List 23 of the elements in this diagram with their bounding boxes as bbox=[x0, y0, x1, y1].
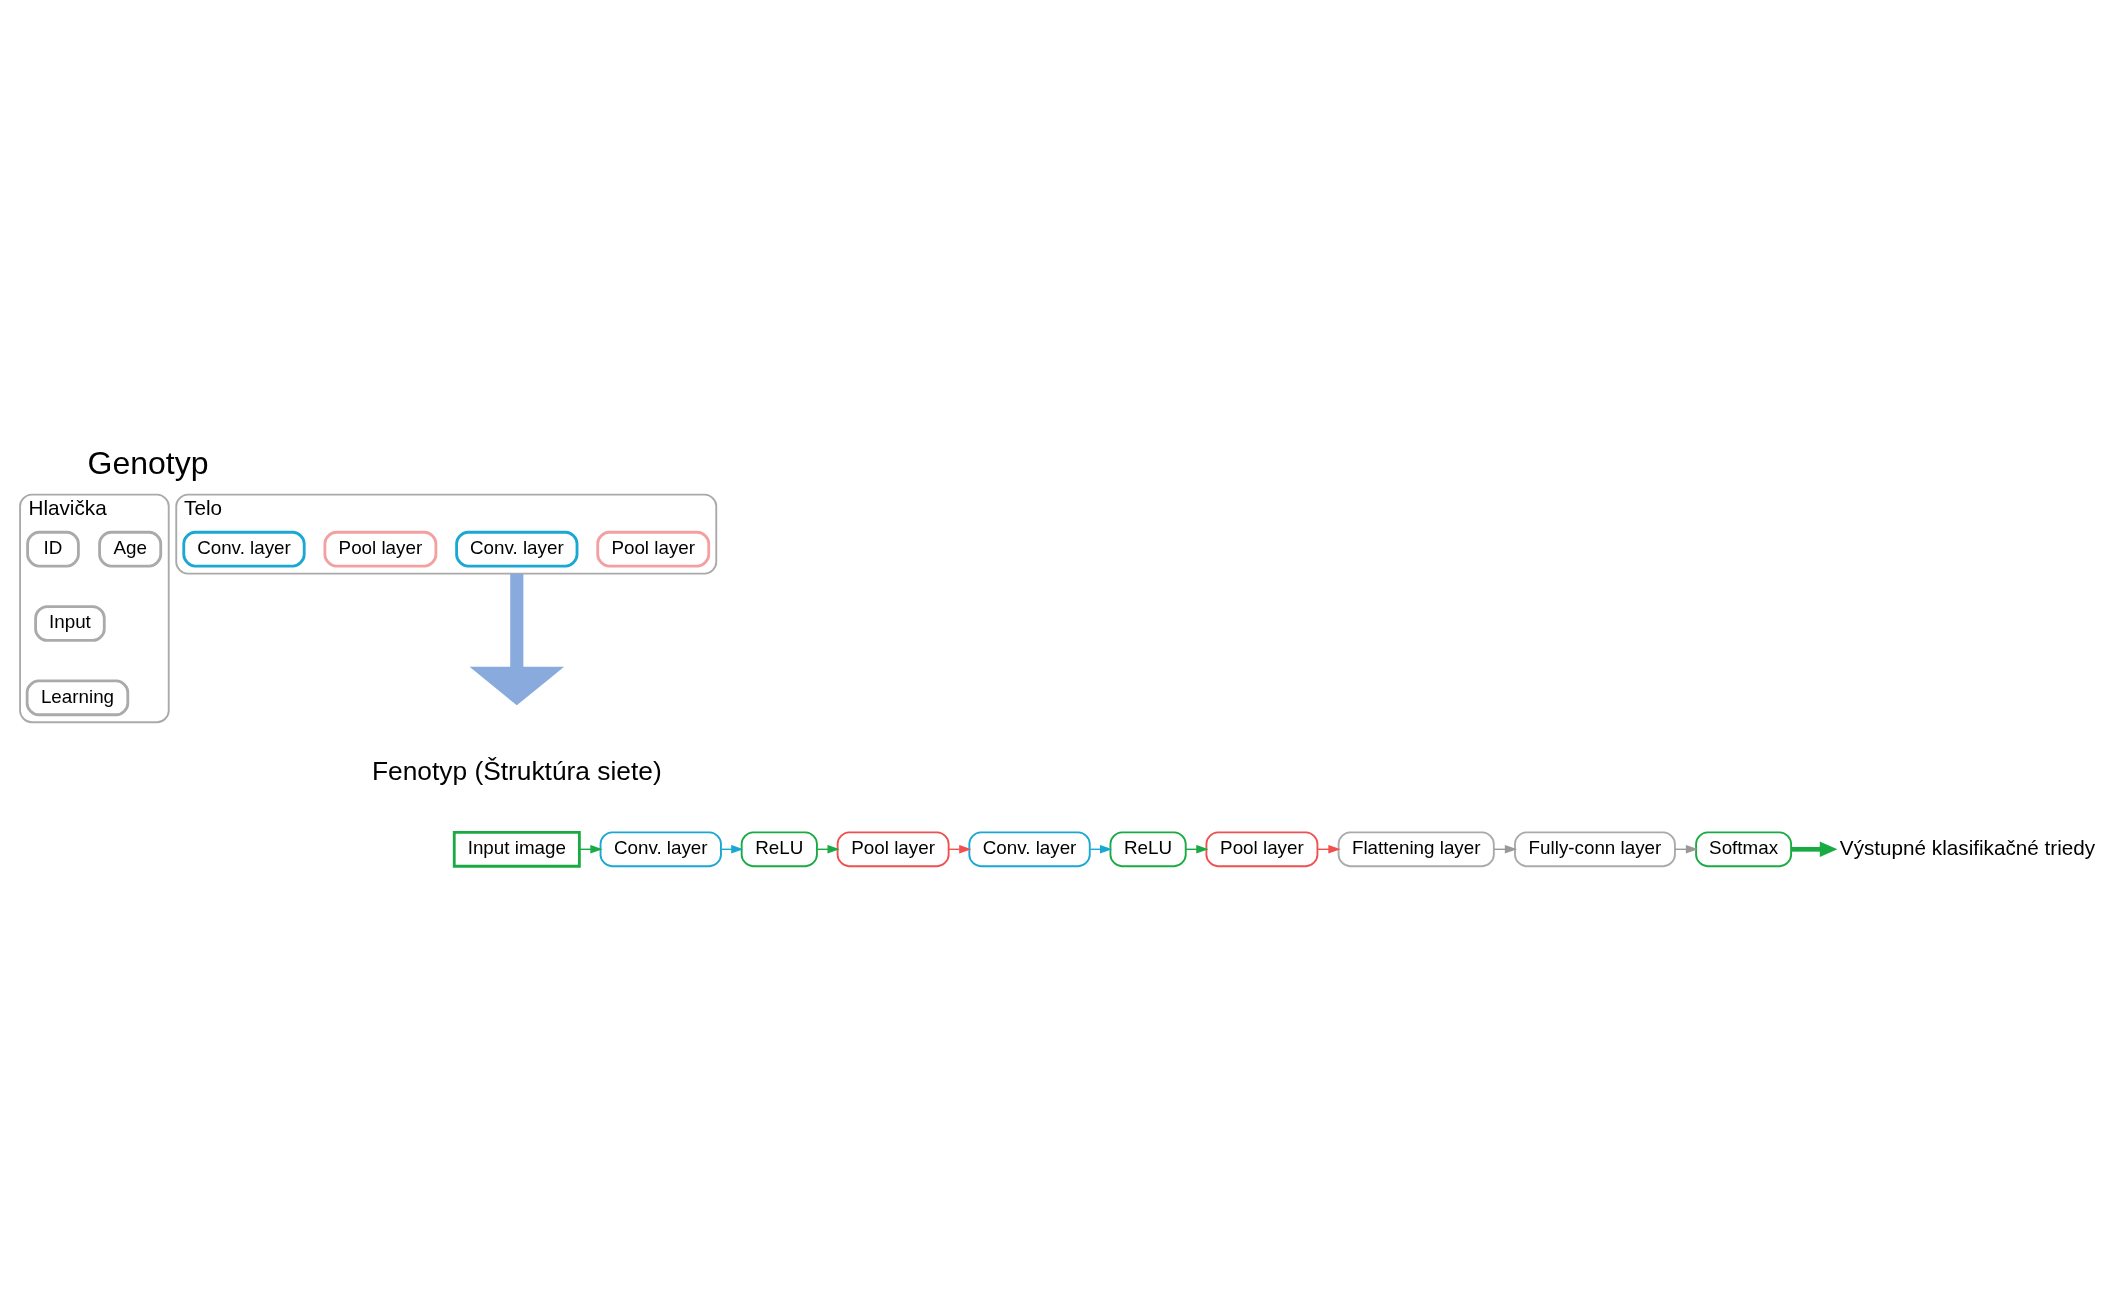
node-box: Pool layer bbox=[323, 530, 438, 568]
node-box: Age bbox=[98, 530, 163, 568]
node-box: Input bbox=[34, 604, 106, 642]
arrow bbox=[1791, 841, 1838, 857]
node-box: Input image bbox=[452, 830, 581, 868]
node-box: Pool layer bbox=[596, 530, 711, 568]
node-box: Conv. layer bbox=[599, 830, 722, 867]
node-box: Conv. layer bbox=[182, 530, 306, 568]
node-box: ID bbox=[26, 530, 80, 568]
node-box: Fully-conn layer bbox=[1514, 830, 1676, 867]
node-box: Learning bbox=[25, 679, 130, 716]
node-box: Softmax bbox=[1695, 830, 1793, 867]
node-box: ReLU bbox=[1109, 830, 1187, 867]
node-box: Conv. layer bbox=[455, 530, 579, 568]
label: Genotyp bbox=[87, 444, 209, 481]
node-box: Pool layer bbox=[836, 830, 950, 867]
arrow bbox=[469, 573, 565, 705]
label: Fenotyp (Štruktúra siete) bbox=[371, 755, 662, 786]
node-box: ReLU bbox=[740, 830, 818, 867]
node-text: Výstupné klasifikačné triedy bbox=[1839, 835, 2096, 859]
node-box: Flattening layer bbox=[1337, 830, 1495, 867]
node-box: Pool layer bbox=[1205, 830, 1319, 867]
node-box: Conv. layer bbox=[968, 830, 1091, 867]
